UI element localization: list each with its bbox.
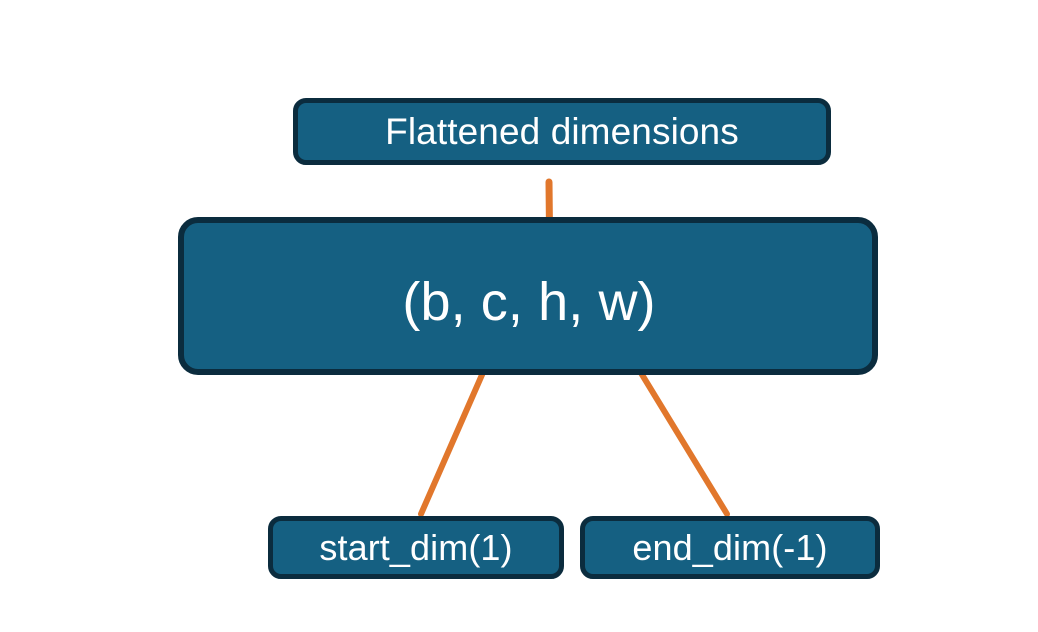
node-tensor-shape-label: (b, c, h, w) (402, 272, 656, 332)
node-start-dim[interactable]: start_dim(1) (268, 516, 564, 579)
node-end-dim[interactable]: end_dim(-1) (580, 516, 880, 579)
node-flattened-dimensions[interactable]: Flattened dimensions (293, 98, 831, 165)
node-end-dim-label: end_dim(-1) (632, 526, 828, 568)
node-start-dim-label: start_dim(1) (319, 526, 513, 568)
node-tensor-shape[interactable]: (b, c, h, w) (178, 217, 878, 375)
node-flattened-dimensions-label: Flattened dimensions (385, 111, 739, 152)
